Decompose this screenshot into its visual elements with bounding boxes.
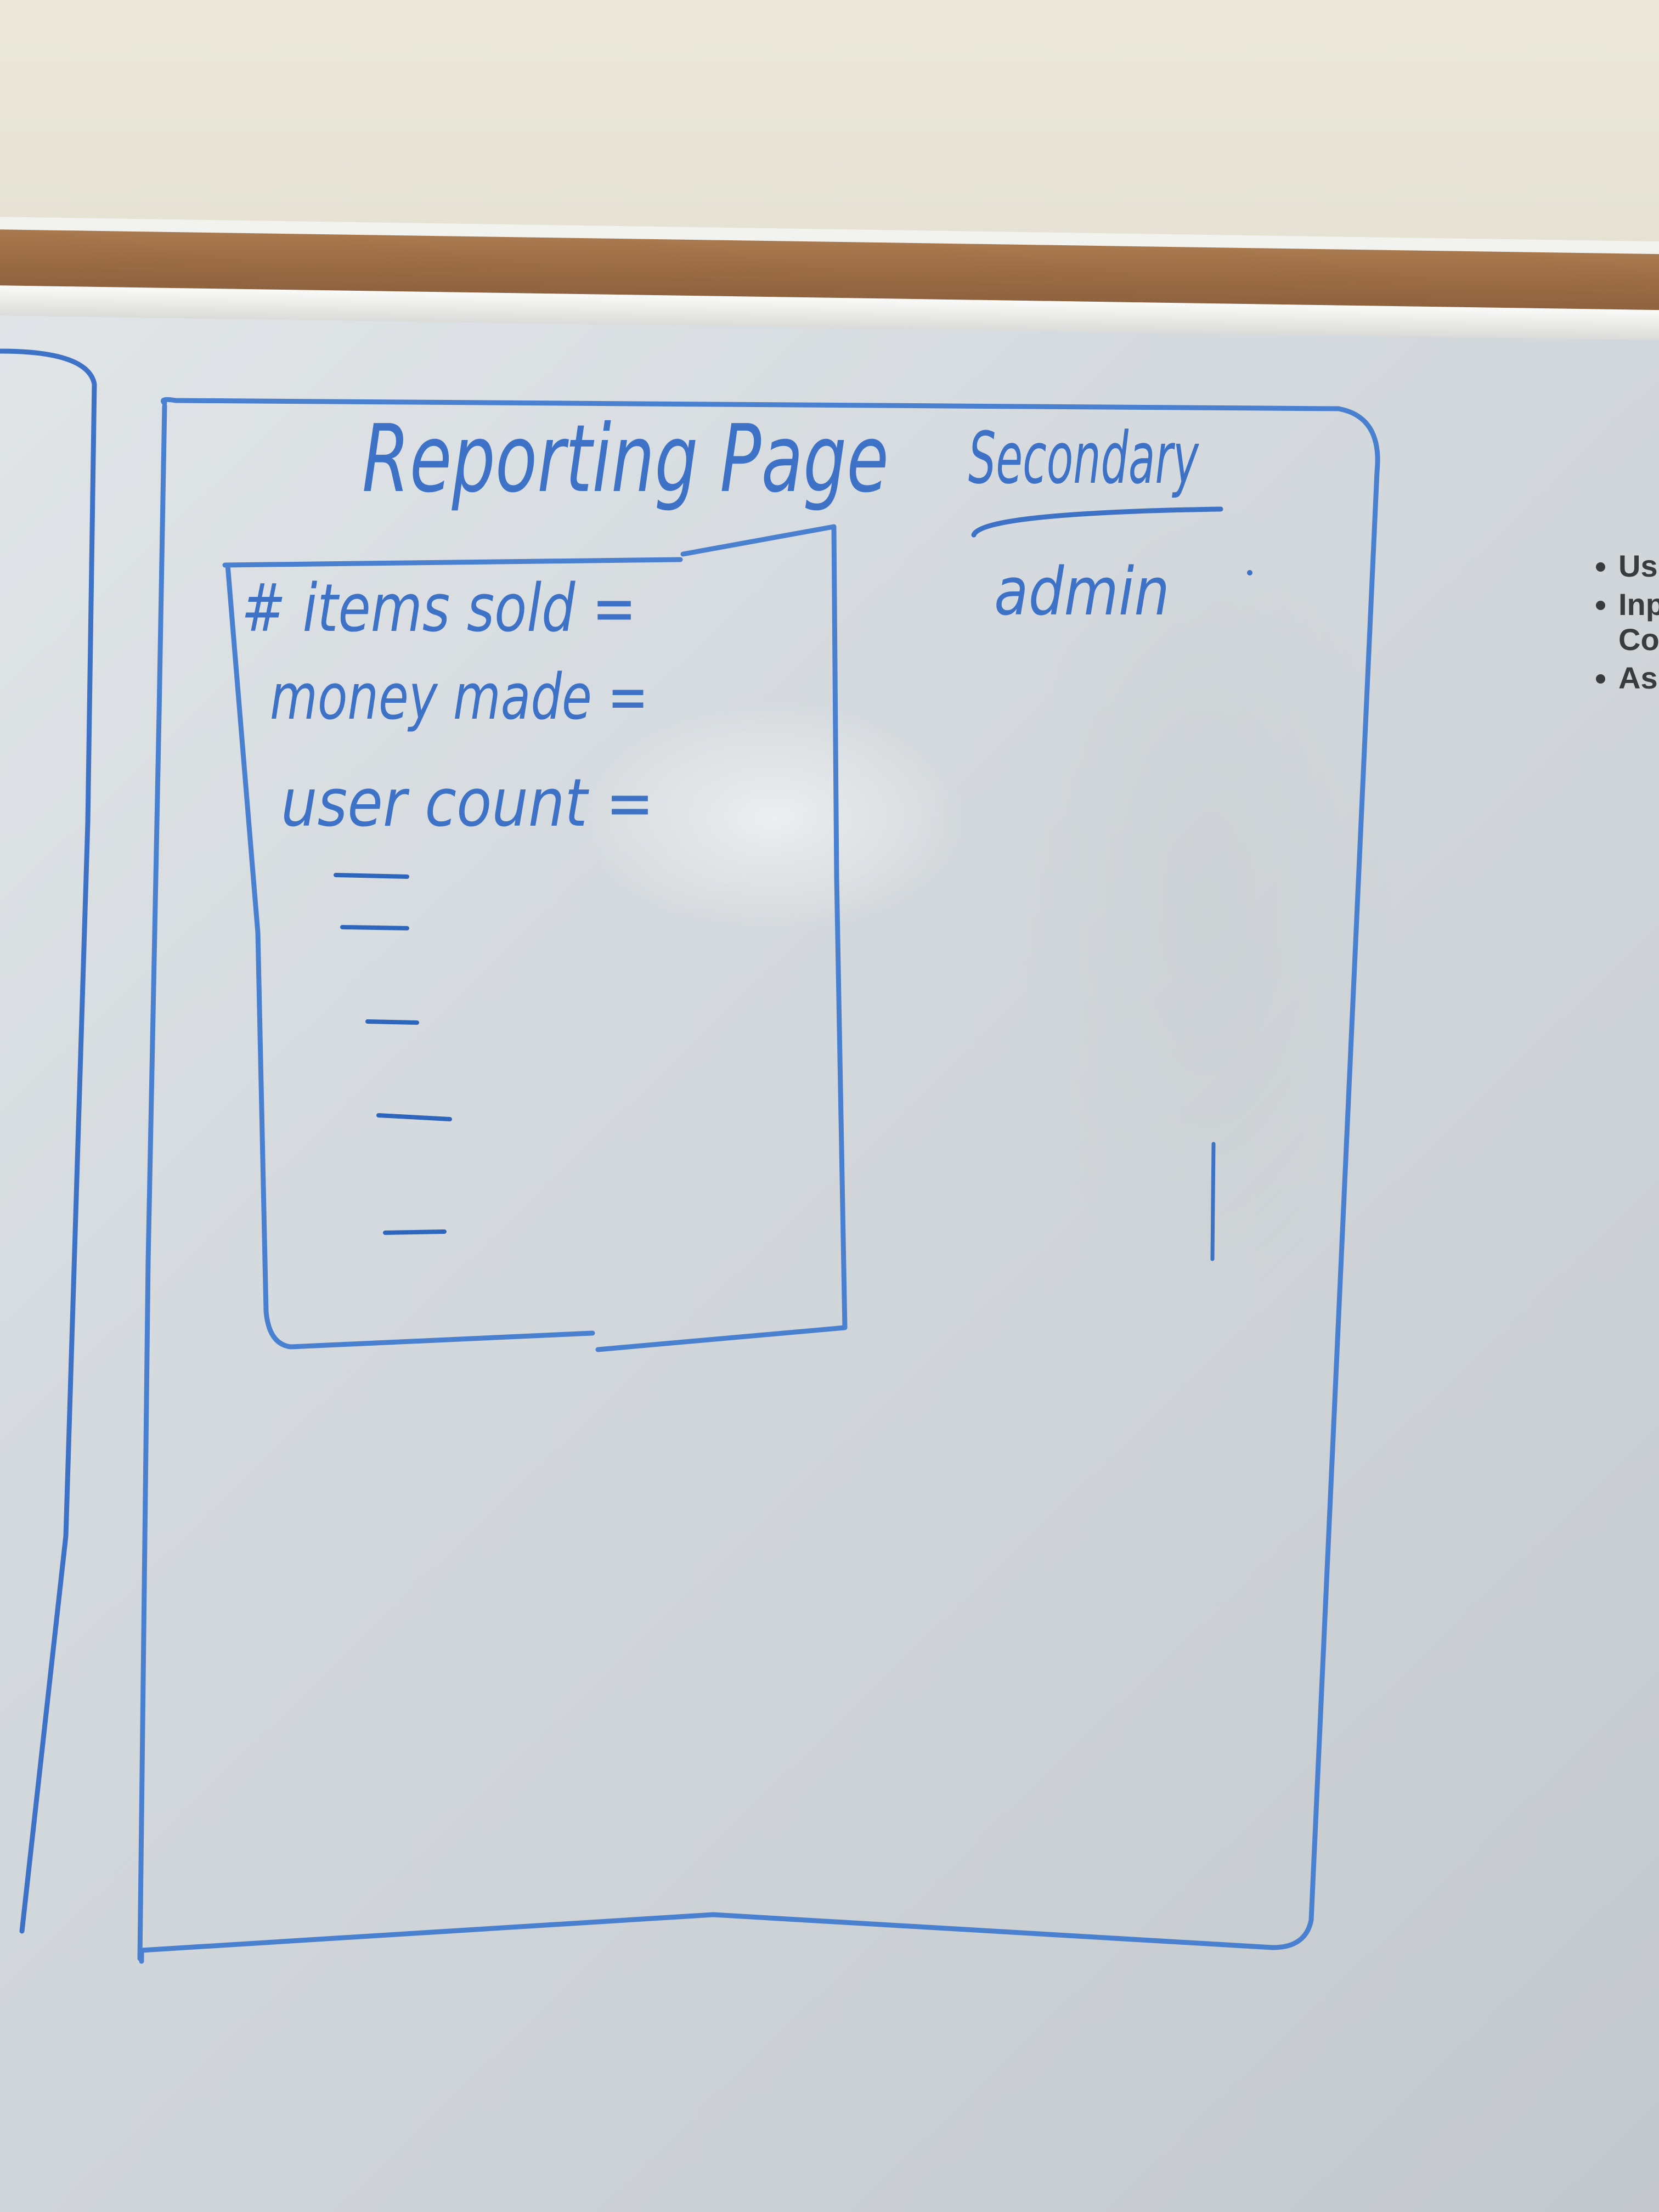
blank-item-dash bbox=[365, 1019, 419, 1025]
stray-dot bbox=[1247, 570, 1252, 575]
secondary-item-admin: admin bbox=[994, 554, 1170, 630]
metric-items-sold: # items sold = bbox=[241, 571, 636, 647]
bullet-item: As bbox=[1618, 661, 1659, 696]
blank-item-dash bbox=[340, 925, 409, 930]
secondary-underline bbox=[971, 506, 1223, 538]
projected-bullet-list: Us Inp Co As bbox=[1580, 549, 1659, 699]
metric-user-count: user count = bbox=[281, 765, 654, 842]
blank-item-dash bbox=[376, 1113, 452, 1121]
metric-money-made: money made = bbox=[270, 661, 648, 734]
page-title: Reporting Page bbox=[362, 405, 889, 514]
bullet-item: Us bbox=[1618, 549, 1659, 584]
bullet-item-line1: Inp bbox=[1618, 587, 1659, 622]
metrics-box-outline bbox=[222, 524, 848, 1352]
secondary-heading: Secondary bbox=[968, 416, 1199, 500]
stray-mark bbox=[1210, 1142, 1216, 1261]
blank-item-dash bbox=[334, 873, 409, 879]
left-sketch-edge bbox=[0, 348, 97, 1934]
bullet-item-line2: Co bbox=[1618, 622, 1659, 657]
bullet-item: Inp Co bbox=[1618, 587, 1659, 657]
blank-item-dash bbox=[383, 1229, 447, 1235]
blank-list-items bbox=[334, 873, 452, 1235]
page-outline bbox=[137, 397, 1380, 1964]
smudge-area bbox=[1015, 494, 1399, 1317]
light-glare bbox=[582, 702, 966, 933]
